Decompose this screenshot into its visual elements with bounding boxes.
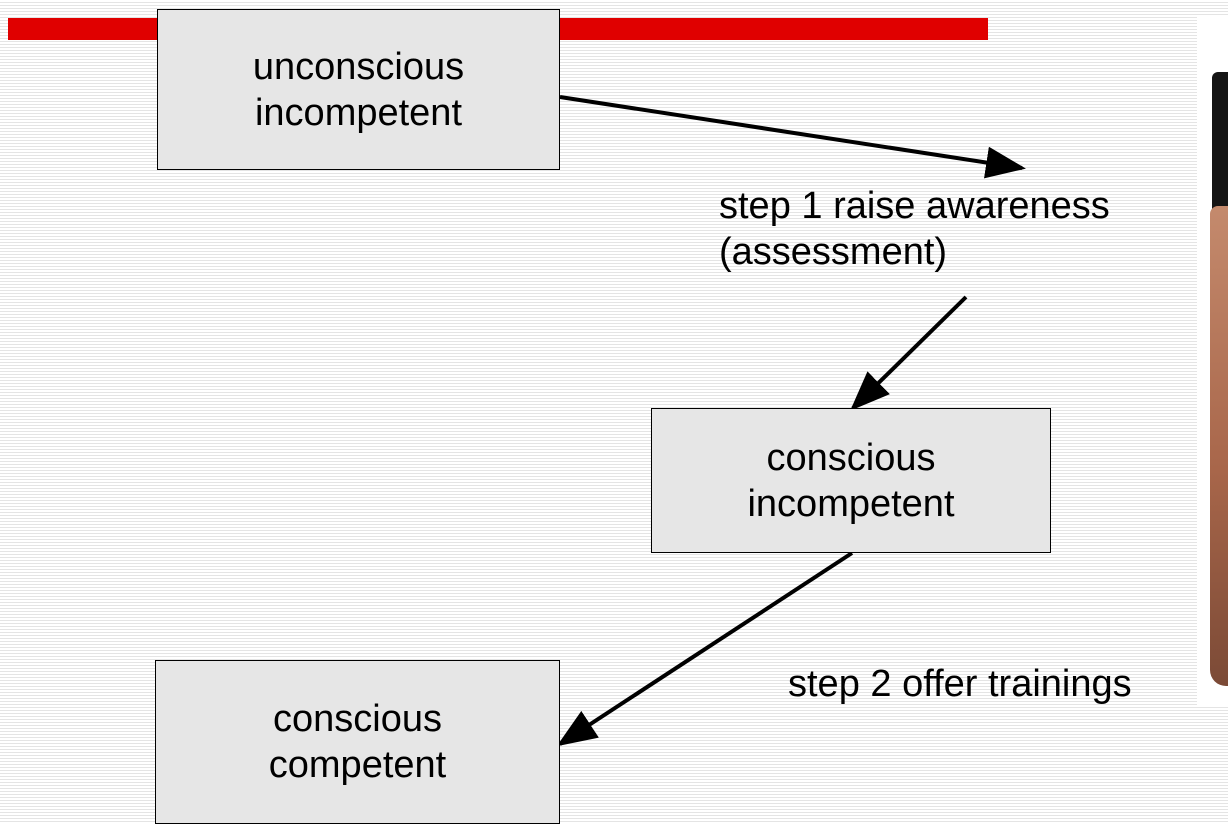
node-label-line2: incompetent [747,482,955,525]
node-label-line2: incompetent [254,91,462,134]
arrow-awareness-to-conscious-incompetent [850,295,968,411]
node-conscious-competent: conscious competent [155,660,560,824]
node-unconscious-incompetent: unconscious incompetent [157,9,560,170]
edge-label-step2: step 2 offer trainings [788,661,1132,707]
person-photo [1197,16,1228,706]
node-conscious-incompetent: conscious incompetent [651,408,1051,553]
edge-label-step1-line2: (assessment) [719,231,948,273]
edge-label-step2-line1: step 2 offer trainings [788,663,1132,705]
node-label-line1: conscious [766,436,936,479]
edge-label-step1: step 1 raise awareness (assessment) [719,183,1197,275]
node-label-line2: competent [268,744,447,786]
edge-label-step1-line1: step 1 raise awareness [719,185,1110,227]
arrow-step1-to-awareness [559,95,1026,179]
node-label-line1: conscious [273,698,442,740]
node-label-line1: unconscious [252,45,465,88]
arrow-conscious-incompetent-to-conscious-competent [556,551,854,747]
